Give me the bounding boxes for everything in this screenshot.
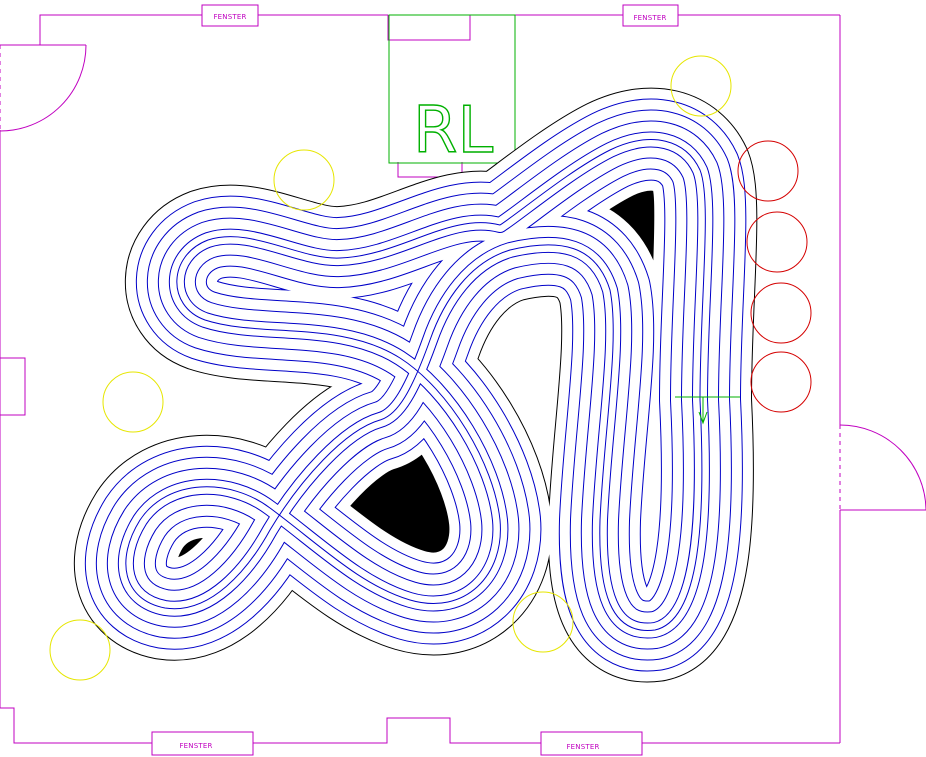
circle-marker-icon: [102, 371, 164, 433]
race-track: [126, 140, 705, 631]
room-walls: [0, 14, 841, 744]
window-bottom-left: FENSTER: [151, 731, 254, 756]
window-bottom-right: FENSTER: [540, 731, 643, 756]
circle-marker-icon: [49, 619, 111, 681]
window-label: FENSTER: [179, 742, 212, 750]
circle-marker-icon: [737, 140, 799, 202]
window-top-left: FENSTER: [201, 4, 259, 27]
circle-marker-icon: [670, 55, 732, 117]
window-label: FENSTER: [213, 13, 246, 21]
circle-marker-icon: [273, 149, 335, 211]
yellow-markers: [49, 55, 732, 681]
window-top-right: FENSTER: [622, 4, 679, 27]
door-swing-icon: [839, 424, 926, 511]
circle-marker-icon: [750, 282, 812, 344]
red-markers: [737, 140, 812, 413]
window-label: FENSTER: [633, 14, 666, 22]
window-label: FENSTER: [566, 743, 599, 751]
control-booth-label: RL: [413, 94, 493, 168]
circle-marker-icon: [746, 211, 808, 273]
circle-marker-icon: [750, 351, 812, 413]
circle-marker-icon: [512, 591, 574, 653]
start-arrow-icon: [675, 396, 740, 425]
door-swing-icon: [0, 44, 87, 132]
control-booth: RL: [388, 14, 516, 169]
